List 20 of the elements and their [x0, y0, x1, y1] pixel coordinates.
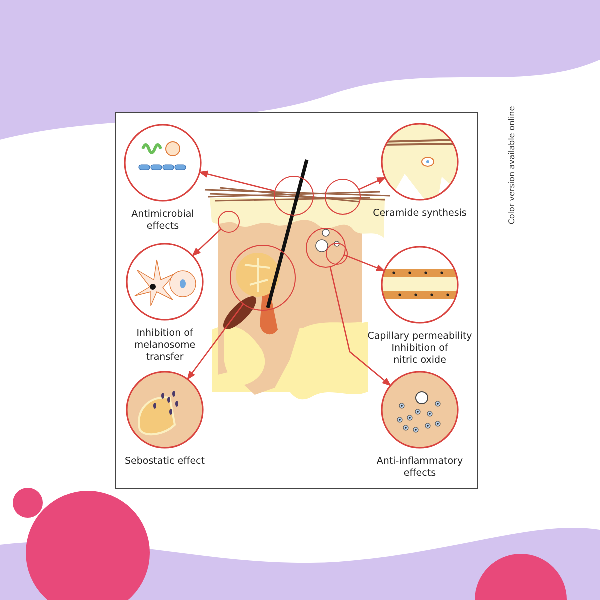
node-label: Sebostatic effect [124, 456, 206, 468]
zoom-circle [306, 228, 346, 268]
side-note: Color version available online [508, 105, 516, 227]
arrow [198, 170, 275, 192]
zoom-circle [325, 179, 361, 215]
arrow [187, 304, 244, 380]
node-label: Antimicrobial effects [130, 209, 196, 233]
arrow [344, 254, 386, 272]
zoom-circle [230, 245, 296, 311]
node-label: Ceramide synthesis [372, 208, 468, 220]
arrow [192, 229, 222, 257]
node-label: Inhibition of melanosome transfer [133, 328, 197, 364]
arrow [330, 267, 392, 386]
zoom-circle [274, 176, 314, 216]
zoom-circle [218, 211, 240, 233]
node-label: Capillary permeability [366, 331, 474, 343]
node-label: Anti-inflammatory effects [376, 456, 464, 480]
node-label: Inhibition of nitric oxide [390, 343, 450, 367]
zoom-circle [326, 242, 348, 265]
arrow [359, 177, 386, 190]
